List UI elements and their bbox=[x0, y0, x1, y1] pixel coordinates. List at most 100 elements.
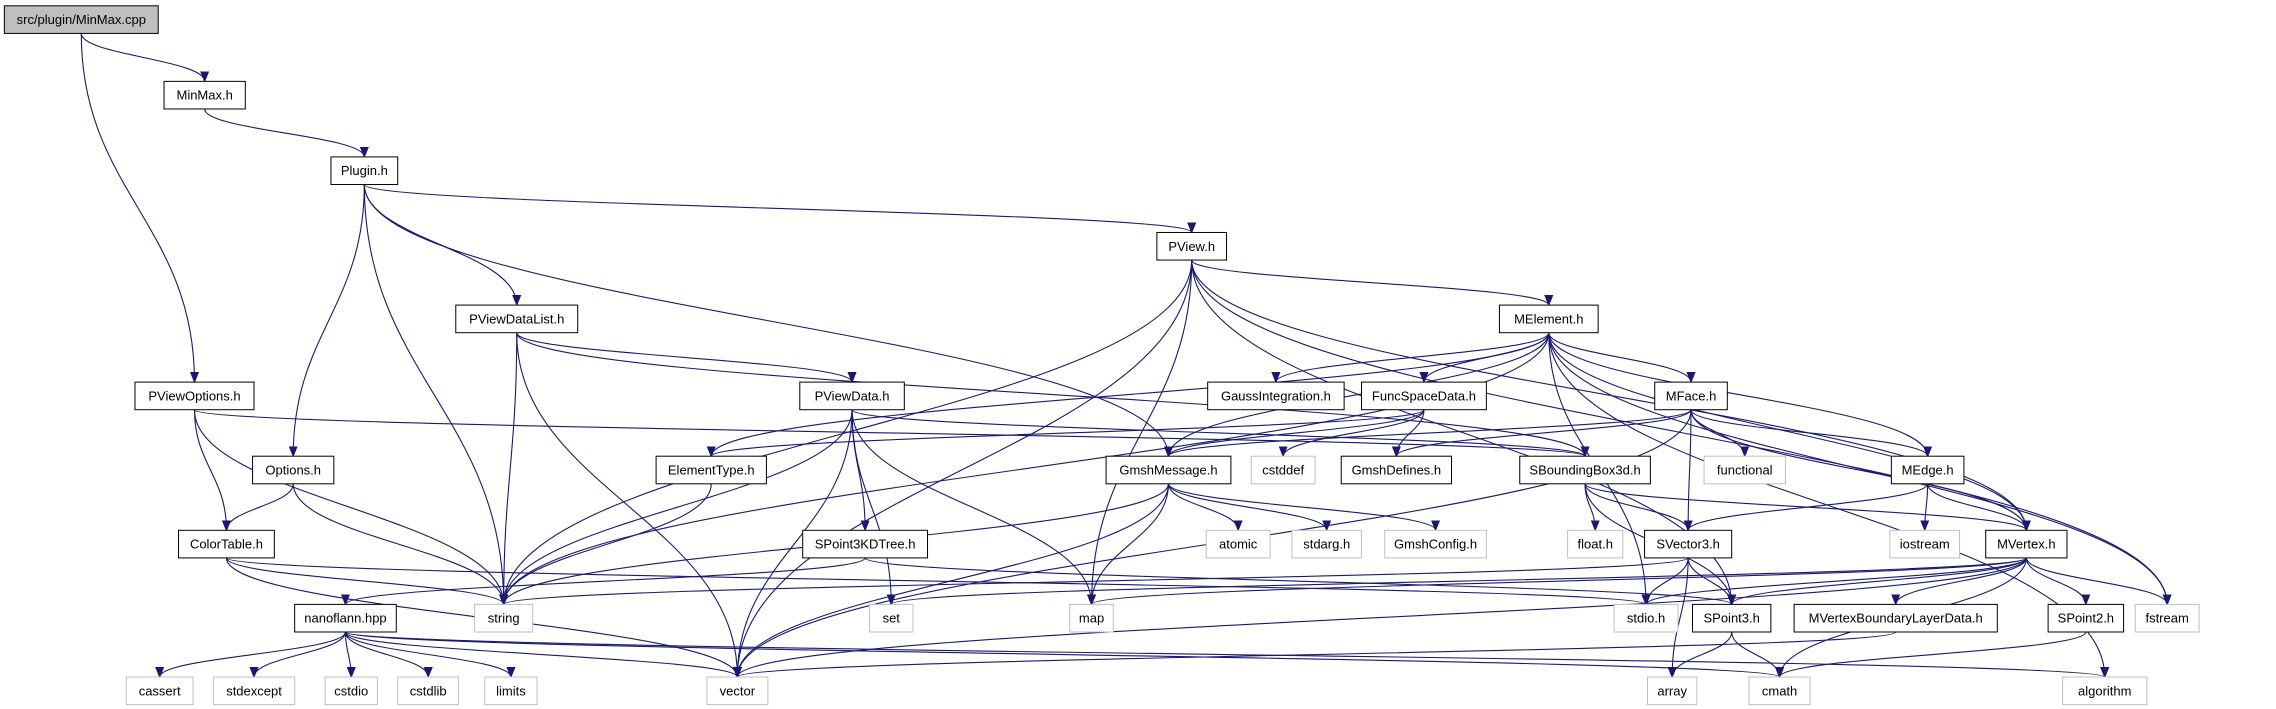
edge-medge_h-to-iostream bbox=[1925, 483, 1928, 530]
edge-pviewdatalist_h-to-sboundingbox3d_h bbox=[516, 332, 1585, 457]
edge-svector3_h-to-string bbox=[504, 557, 1689, 605]
node-options-h[interactable]: Options.h bbox=[252, 455, 335, 485]
edge-spoint3kdtree_h-to-spoint3_h bbox=[864, 557, 1732, 605]
edge-mvertex_h-to-mvertexboundarylayerdata_h bbox=[1896, 557, 2027, 605]
node-label: GaussIntegration.h bbox=[1221, 388, 1331, 403]
node-sboundingbox3d-h[interactable]: SBoundingBox3d.h bbox=[1519, 455, 1651, 485]
node-box bbox=[1567, 529, 1624, 559]
node-box bbox=[1654, 381, 1728, 411]
node-label: SPoint2.h bbox=[2058, 611, 2114, 626]
edge-nanoflann_hpp-to-cmath bbox=[344, 631, 1779, 678]
node-melement-h[interactable]: MElement.h bbox=[1498, 304, 1599, 334]
edge-svector3_h-to-array bbox=[1672, 557, 1689, 677]
node-algorithm: algorithm bbox=[2062, 676, 2148, 706]
node-box bbox=[134, 381, 255, 411]
node-cstdlib: cstdlib bbox=[397, 676, 460, 706]
edge-melement_h-to-elementtype_h bbox=[711, 332, 1550, 457]
node-label: PViewData.h bbox=[815, 388, 890, 403]
edge-medge_h-to-svector3_h bbox=[1688, 483, 1929, 531]
edge-mvertex_h-to-set bbox=[891, 557, 2027, 605]
node-limits: limits bbox=[484, 676, 538, 706]
edge-medge_h-to-mvertex_h bbox=[1927, 483, 2027, 531]
node-spoint3-h[interactable]: SPoint3.h bbox=[1691, 603, 1772, 633]
node-gmshmessage-h[interactable]: GmshMessage.h bbox=[1105, 455, 1232, 485]
node-gmshdefines-h[interactable]: GmshDefines.h bbox=[1340, 455, 1453, 485]
edge-pviewdatalist_h-to-vector bbox=[516, 332, 738, 677]
node-box bbox=[1703, 455, 1786, 485]
node-label: SVector3.h bbox=[1656, 537, 1720, 552]
node-box bbox=[1890, 455, 1965, 485]
node-pviewdatalist-h[interactable]: PViewDataList.h bbox=[455, 304, 579, 334]
edge-pviewdata_h-to-set bbox=[851, 409, 891, 605]
node-box bbox=[397, 676, 460, 706]
edge-minmax_h-to-plugin_h bbox=[204, 108, 365, 158]
node-box bbox=[1340, 455, 1453, 485]
edge-options_h-to-string bbox=[292, 483, 503, 605]
node-elementtype-h[interactable]: ElementType.h bbox=[655, 455, 767, 485]
node-label: stdexcept bbox=[226, 683, 282, 698]
edge-mvertex_h-to-map bbox=[1092, 557, 2027, 605]
node-mvertex-h[interactable]: MVertex.h bbox=[1985, 529, 2068, 559]
node-box bbox=[1156, 231, 1228, 261]
node-medge-h[interactable]: MEdge.h bbox=[1890, 455, 1965, 485]
node-pview-h[interactable]: PView.h bbox=[1156, 231, 1228, 261]
node-minmax-h[interactable]: MinMax.h bbox=[163, 80, 246, 110]
edge-nanoflann_hpp-to-cstdlib bbox=[344, 631, 428, 678]
edge-melement_h-to-gmshmessage_h bbox=[1168, 332, 1550, 456]
edge-nanoflann_hpp-to-cstdio bbox=[344, 631, 351, 677]
node-colortable-h[interactable]: ColorTable.h bbox=[178, 529, 275, 559]
edge-minmax_cpp-to-pviewoptions_h bbox=[80, 33, 194, 382]
node-box bbox=[1361, 381, 1487, 411]
node-label: Options.h bbox=[265, 463, 321, 478]
node-funcspacedata-h[interactable]: FuncSpaceData.h bbox=[1361, 381, 1487, 411]
node-box bbox=[1613, 603, 1679, 633]
node-mface-h[interactable]: MFace.h bbox=[1654, 381, 1728, 411]
node-plugin-h[interactable]: Plugin.h bbox=[330, 156, 399, 186]
node-cstdio: cstdio bbox=[324, 676, 378, 706]
node-spoint3kdtree-h[interactable]: SPoint3KDTree.h bbox=[802, 529, 929, 559]
node-box bbox=[125, 676, 194, 706]
node-box bbox=[1069, 603, 1114, 633]
node-label: iostream bbox=[1900, 537, 1950, 552]
node-box bbox=[1889, 529, 1961, 559]
node-label: MFace.h bbox=[1666, 388, 1717, 403]
edge-mface_h-to-mvertex_h bbox=[1690, 409, 2026, 531]
node-label: cstdio bbox=[334, 683, 368, 698]
node-mvertexboundarylayerdata-h[interactable]: MVertexBoundaryLayerData.h bbox=[1793, 603, 1998, 633]
edge-mface_h-to-medge_h bbox=[1690, 409, 1928, 457]
node-box bbox=[294, 603, 397, 633]
node-gaussintegration-h[interactable]: GaussIntegration.h bbox=[1207, 381, 1345, 411]
edge-melement_h-to-string bbox=[504, 332, 1550, 605]
node-stdio-h: stdio.h bbox=[1613, 603, 1679, 633]
node-label: fstream bbox=[2145, 611, 2188, 626]
edge-plugin_h-to-pview_h bbox=[363, 184, 1191, 233]
edge-pviewdata_h-to-vector bbox=[737, 409, 853, 677]
edge-mvertex_h-to-stdio_h bbox=[1646, 557, 2027, 605]
node-pviewdata-h[interactable]: PViewData.h bbox=[799, 381, 905, 411]
node-minmax-cpp[interactable]: src/plugin/MinMax.cpp bbox=[3, 5, 159, 34]
edge-gmshmessage_h-to-gmshconfig_h bbox=[1167, 483, 1435, 531]
node-svector3-h[interactable]: SVector3.h bbox=[1644, 529, 1733, 559]
edge-pview_h-to-melement_h bbox=[1191, 259, 1549, 306]
node-label: SPoint3KDTree.h bbox=[815, 537, 916, 552]
node-label: Plugin.h bbox=[341, 163, 388, 178]
node-box bbox=[2134, 603, 2200, 633]
node-pviewoptions-h[interactable]: PViewOptions.h bbox=[134, 381, 255, 411]
edge-pviewdata_h-to-sboundingbox3d_h bbox=[851, 409, 1585, 457]
node-box bbox=[1384, 529, 1487, 559]
node-spoint2-h[interactable]: SPoint2.h bbox=[2047, 603, 2125, 633]
edge-mvertex_h-to-vector bbox=[737, 557, 2027, 678]
node-label: GmshConfig.h bbox=[1394, 537, 1477, 552]
edge-pviewdata_h-to-string bbox=[504, 409, 853, 605]
edge-melement_h-to-mvertex_h bbox=[1548, 332, 2027, 531]
edge-pview_h-to-map bbox=[1092, 260, 1193, 604]
node-label: vector bbox=[720, 683, 756, 698]
node-box bbox=[1793, 603, 1998, 633]
edge-spoint3_h-to-array bbox=[1672, 631, 1733, 678]
edge-melement_h-to-mface_h bbox=[1548, 332, 1691, 383]
node-nanoflann-hpp[interactable]: nanoflann.hpp bbox=[294, 603, 397, 633]
node-atomic: atomic bbox=[1205, 529, 1271, 559]
node-label: atomic bbox=[1219, 537, 1258, 552]
node-label: cmath bbox=[1762, 683, 1797, 698]
